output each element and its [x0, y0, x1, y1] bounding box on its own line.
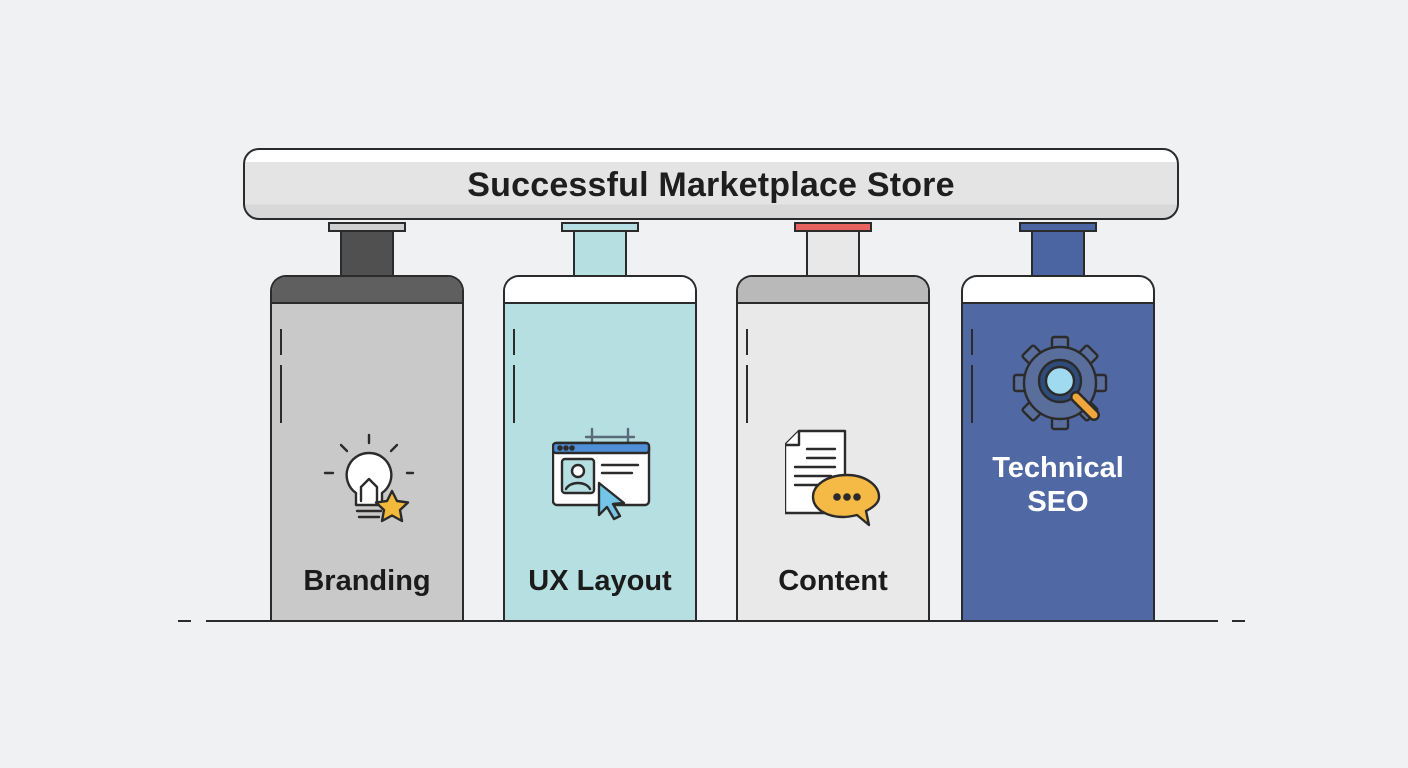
ground-dash-left: [178, 620, 191, 622]
pillar-band: [738, 277, 928, 304]
title-beam: Successful Marketplace Store: [243, 148, 1179, 220]
pillar-band: [272, 277, 462, 304]
pillar-tick: [746, 329, 748, 355]
pillar-technical-seo: Technical SEO: [961, 222, 1155, 622]
pillar-cap: [328, 222, 406, 232]
ground-line: [206, 620, 1218, 622]
pillar-label: Technical SEO: [992, 452, 1124, 518]
pillar-neck: [573, 232, 627, 276]
pillar-branding: Branding: [270, 222, 464, 622]
pillar-label: Content: [778, 565, 888, 597]
pillar-tick: [280, 329, 282, 355]
diagram-title: Successful Marketplace Store: [467, 165, 955, 204]
pillar-cap: [561, 222, 639, 232]
ground-dash-right: [1232, 620, 1245, 622]
pillar-body: Technical SEO: [961, 275, 1155, 622]
pillar-cap: [794, 222, 872, 232]
document-chat-icon: [785, 429, 881, 527]
pillar-body: Branding: [270, 275, 464, 622]
pillar-neck: [1031, 232, 1085, 276]
pillar-label: Branding: [303, 565, 431, 597]
pillar-tick: [971, 365, 973, 423]
browser-cursor-icon: [552, 427, 651, 521]
pillar-body: UX Layout: [503, 275, 697, 622]
pillar-band: [505, 277, 695, 304]
pillar-ux-layout: UX Layout: [503, 222, 697, 622]
pillar-cap: [1019, 222, 1097, 232]
pillar-body: Content: [736, 275, 930, 622]
pillar-tick: [513, 329, 515, 355]
lightbulb-star-icon: [323, 433, 415, 523]
pillar-tick: [971, 329, 973, 355]
pillar-neck: [806, 232, 860, 276]
gear-magnifier-icon: [1012, 335, 1108, 431]
pillar-tick: [280, 365, 282, 423]
pillar-tick: [513, 365, 515, 423]
pillar-tick: [746, 365, 748, 423]
pillar-neck: [340, 232, 394, 276]
pillar-band: [963, 277, 1153, 304]
pillar-label: UX Layout: [528, 565, 672, 597]
pillar-content: Content: [736, 222, 930, 622]
